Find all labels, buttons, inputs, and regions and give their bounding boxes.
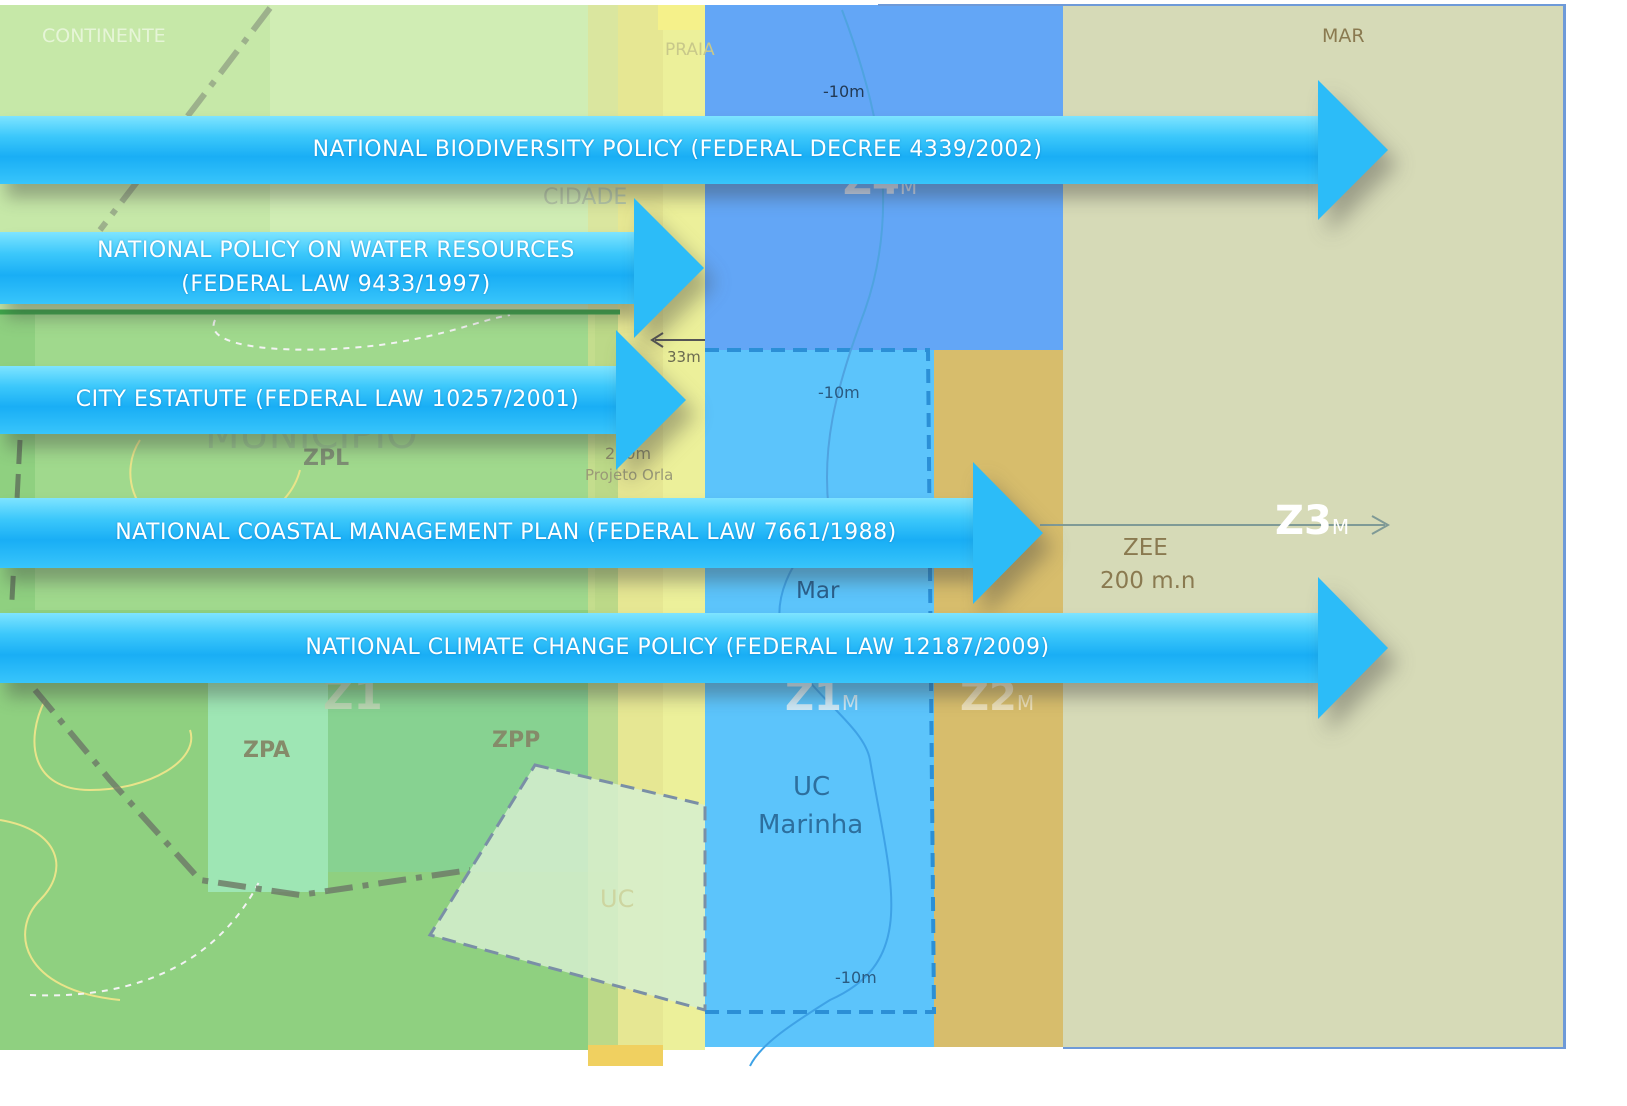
zee-extent-arrowhead (1371, 515, 1391, 535)
praia-strip-bottom (588, 1045, 663, 1066)
zpa-label: ZPA (243, 738, 291, 763)
policy-city-statute-label: CITY ESTATUTE (FEDERAL LAW 10257/2001) (75, 387, 580, 412)
policy-arrow-biodiversity: NATIONAL BIODIVERSITY POLICY (FEDERAL DE… (0, 80, 1388, 220)
z3m-sub: M (1331, 515, 1350, 539)
policy-climate-change-label: NATIONAL CLIMATE CHANGE POLICY (FEDERAL … (305, 635, 1050, 660)
zpl-label: ZPL (303, 446, 350, 471)
z1m-sub: M (841, 691, 860, 715)
z2m-sub: M (1016, 691, 1035, 715)
zee-label: ZEE (1123, 535, 1168, 561)
policy-arrow-water-resources: NATIONAL POLICY ON WATER RESOURCES (FEDE… (0, 198, 705, 338)
boundary-line (97, 6, 273, 232)
depth-contour (825, 9, 885, 521)
policy-coastal-management-label: NATIONAL COASTAL MANAGEMENT PLAN (FEDERA… (115, 520, 897, 545)
projeto-orla-label: Projeto Orla (585, 466, 674, 484)
mar-zone-label: Mar (796, 578, 840, 604)
contour-line (0, 819, 121, 1001)
policy-arrow-city-statute: CITY ESTATUTE (FEDERAL LAW 10257/2001) (0, 330, 688, 470)
uc-land-label: UC (600, 885, 635, 913)
cidade-label: CIDADE (543, 185, 628, 210)
policy-biodiversity-label: NATIONAL BIODIVERSITY POLICY (FEDERAL DE… (312, 137, 1043, 162)
zpp-label: ZPP (492, 728, 541, 753)
contour-line (33, 699, 193, 792)
z3m-label: Z3M (1275, 498, 1349, 544)
praia-label: PRAIA (665, 40, 715, 60)
policy-arrow-climate-change: NATIONAL CLIMATE CHANGE POLICY (FEDERAL … (0, 577, 1388, 719)
boundary-line (32, 688, 471, 899)
continente-label: CONTINENTE (42, 25, 166, 47)
zpa-zone (208, 680, 328, 892)
uc-marinha-label-line2: Marinha (758, 810, 864, 840)
praia-strip-top (658, 5, 705, 30)
uc-marinha-label-line1: UC (793, 772, 831, 802)
policy-water-resources-label-line2: (FEDERAL LAW 9433/1997) (181, 272, 491, 297)
mar-label: MAR (1322, 25, 1365, 47)
z3m-main: Z3 (1275, 498, 1332, 544)
depth-label-bottom: -10m (835, 968, 877, 987)
policy-arrow-coastal-management: NATIONAL COASTAL MANAGEMENT PLAN (FEDERA… (0, 462, 1044, 604)
policy-water-resources-label-line1: NATIONAL POLICY ON WATER RESOURCES (97, 238, 575, 263)
z1m-zone (705, 350, 934, 1047)
zee-distance-label: 200 m.n (1100, 568, 1196, 594)
uc-polygon (427, 763, 707, 1012)
trail-line (29, 879, 261, 997)
depth-label-top: -10m (823, 82, 865, 101)
trail-line (212, 314, 511, 351)
depth-label-mid: -10m (818, 383, 860, 402)
frame-top-line (878, 4, 1566, 6)
